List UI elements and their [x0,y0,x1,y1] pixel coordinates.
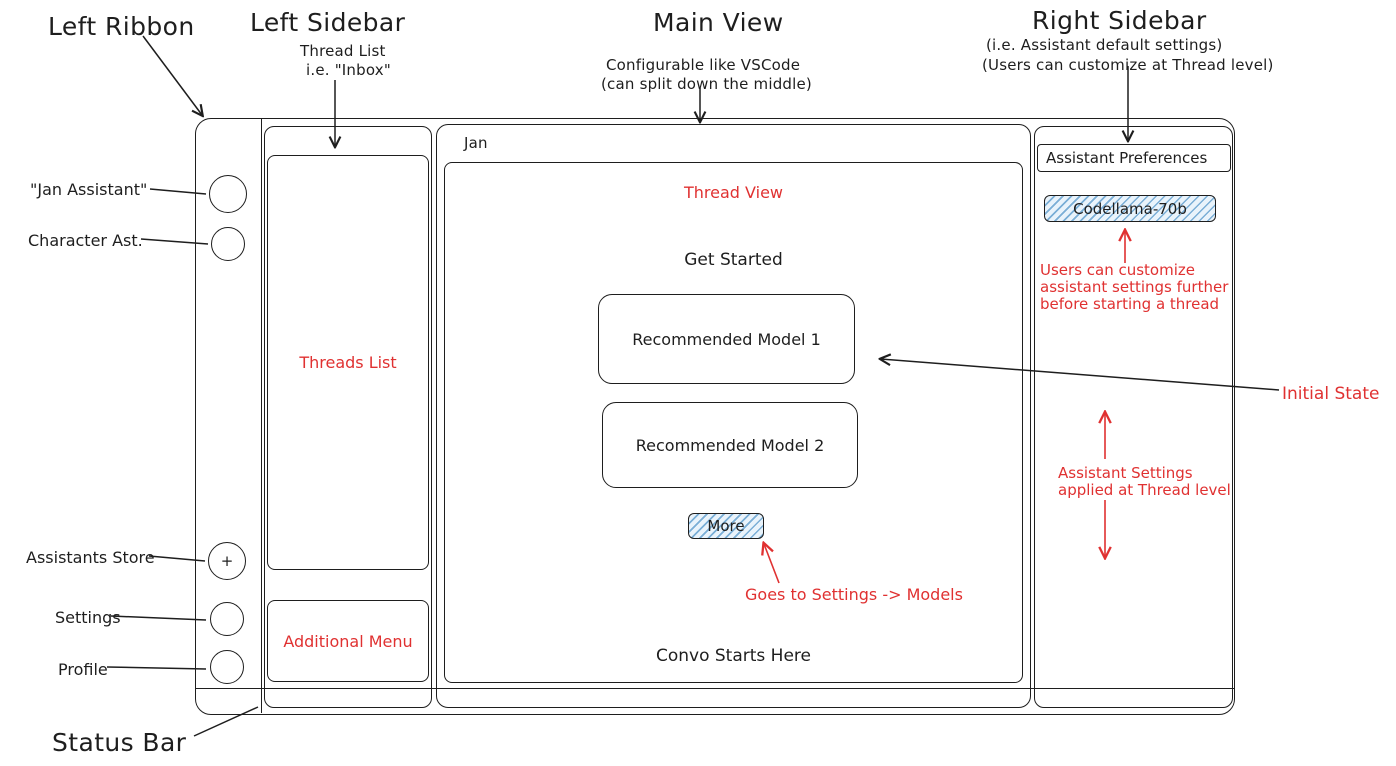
codellama-badge[interactable]: Codellama-70b [1044,195,1216,222]
plus-icon: + [220,552,234,570]
callout-left-sidebar: Left Sidebar [250,8,406,37]
note-applied-line-2: applied at Thread level [1058,481,1231,499]
recommended-model-2-card[interactable]: Recommended Model 2 [602,402,858,488]
callout-configurable: Configurable like VSCode [606,56,801,74]
note-customize: Users can customize assistant settings f… [1040,262,1228,313]
callout-split: (can split down the middle) [601,75,812,93]
profile-button[interactable] [210,650,244,684]
more-button-label: More [707,517,745,535]
additional-menu-box[interactable]: Additional Menu [267,600,429,682]
recommended-model-1-label: Recommended Model 1 [632,329,821,349]
recommended-model-1-card[interactable]: Recommended Model 1 [598,294,855,384]
get-started-label: Get Started [684,250,783,270]
character-assistant-button[interactable] [211,227,245,261]
callout-right-sidebar: Right Sidebar [1032,6,1207,35]
ribbon-divider [261,119,262,713]
settings-button[interactable] [210,602,244,636]
left-ribbon-arrow [142,35,202,115]
status-bar [196,688,1234,689]
codellama-badge-label: Codellama-70b [1073,199,1187,218]
assistants-store-button[interactable]: + [208,542,246,580]
note-goes-to-settings: Goes to Settings -> Models [745,585,963,604]
callout-main-view: Main View [653,8,784,37]
label-profile: Profile [58,660,108,679]
profile-line [106,666,207,670]
label-character-ast: Character Ast. [28,231,143,250]
note-applied-line-1: Assistant Settings [1058,464,1193,482]
label-assistants-store: Assistants Store [26,548,155,567]
right-sidebar-panel [1034,126,1233,708]
thread-view-label: Thread View [684,183,783,202]
jan-assistant-button[interactable] [209,175,247,213]
label-settings: Settings [55,608,121,627]
callout-status-bar: Status Bar [52,728,187,757]
note-customize-line-3: before starting a thread [1040,295,1220,313]
label-jan-assistant: "Jan Assistant" [30,180,148,199]
callout-inbox: i.e. "Inbox" [306,61,391,79]
note-applied: Assistant Settings applied at Thread lev… [1058,465,1231,499]
settings-line [110,615,207,621]
more-button[interactable]: More [688,513,764,539]
callout-customize-thread: (Users can customize at Thread level) [982,56,1274,74]
recommended-model-2-label: Recommended Model 2 [635,435,825,455]
assistant-preferences-label: Assistant Preferences [1046,149,1208,167]
note-customize-line-2: assistant settings further [1040,278,1229,296]
additional-menu-label: Additional Menu [283,631,413,651]
threads-list-label: Threads List [299,353,397,372]
window-title: Jan [464,134,488,152]
callout-left-ribbon: Left Ribbon [48,12,195,41]
note-customize-line-1: Users can customize [1040,261,1195,279]
convo-starts-label: Convo Starts Here [655,646,812,666]
note-initial-state: Initial State [1282,384,1380,404]
callout-default-settings: (i.e. Assistant default settings) [986,36,1223,54]
callout-thread-list: Thread List [300,42,386,60]
assistant-preferences-header: Assistant Preferences [1037,144,1231,172]
threads-list-box[interactable]: Threads List [267,155,429,570]
